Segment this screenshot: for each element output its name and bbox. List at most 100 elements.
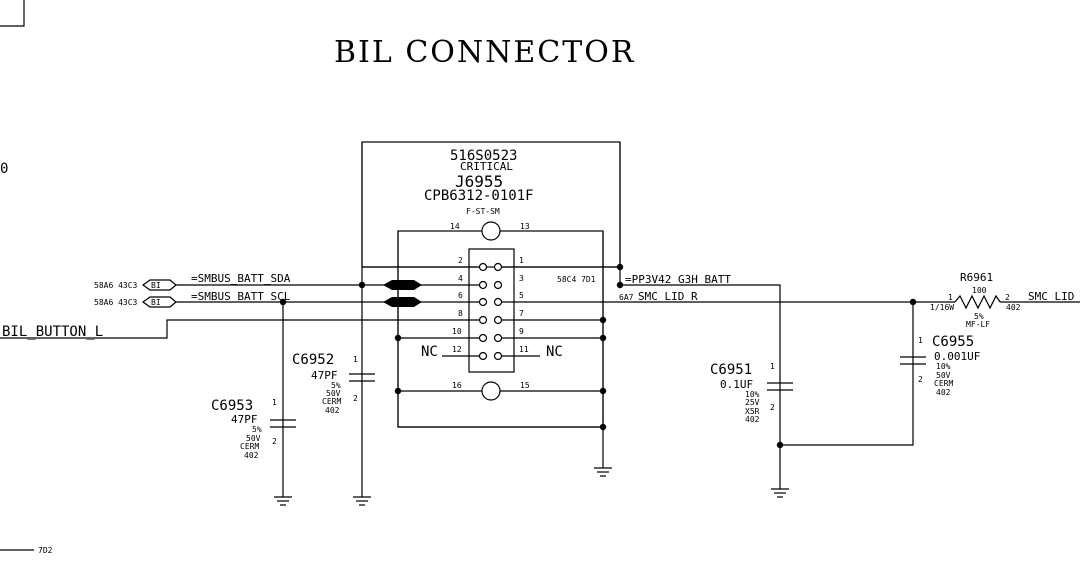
ground-symbol-connector — [594, 467, 612, 477]
sda-bi-label: BI — [151, 281, 161, 290]
connector-part-number: CPB6312-0101F — [424, 188, 534, 204]
c6952-size: 402 — [325, 406, 340, 415]
r6961-type: MF-LF — [966, 320, 990, 329]
c6955-tol: 10% — [936, 362, 951, 371]
wire-pp3v42 — [620, 284, 914, 446]
mount-pin-top — [481, 221, 501, 241]
connector-pin-body — [468, 248, 515, 373]
sda-bidir-flag — [141, 279, 177, 291]
c6955-volt: 50V — [936, 371, 951, 380]
c6955-pin2: 2 — [918, 375, 923, 384]
pin-9 — [493, 333, 503, 343]
net-pp3v42: =PP3V42_G3H_BATT — [625, 273, 731, 286]
pin-8-label: 8 — [458, 309, 463, 318]
pin-7-label: 7 — [519, 309, 524, 318]
pin-10-label: 10 — [452, 327, 462, 336]
connector-pins — [478, 262, 503, 361]
net-smc-lid: SMC_LID — [1028, 290, 1074, 303]
c6951-diel: X5R — [745, 407, 760, 416]
c6955-value: 0.001UF — [934, 350, 980, 363]
pin-6 — [478, 297, 488, 307]
pin-16-label: 16 — [452, 381, 462, 390]
capacitor-c6951 — [767, 382, 793, 391]
frame-corner — [0, 0, 25, 27]
mount-pin-bottom — [481, 381, 501, 401]
esd-protection-scl — [383, 297, 422, 307]
corner-label: 0 — [0, 161, 8, 177]
capacitor-c6952 — [349, 373, 375, 382]
c6952-diel: CERM — [322, 397, 341, 406]
c6951-value: 0.1UF — [720, 378, 753, 391]
pin-12-label: 12 — [452, 345, 462, 354]
r6961-pin2: 2 — [1005, 293, 1010, 302]
c6951-pin2: 2 — [770, 403, 775, 412]
pin-1-label: 1 — [519, 256, 524, 265]
r6961-refdes: R6961 — [960, 271, 993, 284]
c6951-tol: 10% — [745, 390, 760, 399]
connector-critical: CRITICAL — [460, 160, 513, 173]
r6961-power: 1/16W — [930, 303, 954, 312]
junction-dots — [279, 263, 917, 449]
c6952-refdes: C6952 — [292, 352, 334, 368]
r6961-pin1: 1 — [948, 293, 953, 302]
pin-12 — [478, 351, 488, 361]
pin-10 — [478, 333, 488, 343]
net-bil-button: BIL_BUTTON_L — [2, 324, 103, 340]
scl-bidir-flag — [141, 296, 177, 308]
sda-offpage-ref: 58A6 43C3 — [94, 281, 138, 290]
pin-14-label: 14 — [450, 222, 460, 231]
pin-13-label: 13 — [520, 222, 530, 231]
c6951-volt: 25V — [745, 398, 760, 407]
pin-5-label: 5 — [519, 291, 524, 300]
page-title: BIL CONNECTOR — [334, 35, 635, 70]
c6952-pin1: 1 — [353, 355, 358, 364]
c6952-tol: 5% — [331, 381, 341, 390]
scl-offpage-ref: 58A6 43C3 — [94, 298, 138, 307]
pin-7 — [493, 315, 503, 325]
pin-4-label: 4 — [458, 274, 463, 283]
c6953-size: 402 — [244, 451, 259, 460]
pin-11-label: 11 — [519, 345, 529, 354]
c6952-pin2: 2 — [353, 394, 358, 403]
bottom-ref-label: 7D2 — [38, 546, 53, 555]
c6955-size: 402 — [936, 388, 951, 397]
net-smbus-scl: =SMBUS_BATT_SCL — [191, 290, 291, 303]
pin-15-label: 15 — [520, 381, 530, 390]
connector-refdes: J6955 — [455, 172, 503, 191]
ground-symbol-c6951 — [771, 488, 789, 498]
connector-shield-box — [397, 230, 604, 428]
c6951-size: 402 — [745, 415, 760, 424]
r6961-value: 100 — [972, 286, 987, 295]
capacitor-c6953 — [270, 419, 296, 428]
c6955-diel: CERM — [934, 379, 953, 388]
pin-11 — [493, 351, 503, 361]
pp3v42-offpage-ref: 58C4 7D1 — [557, 275, 596, 284]
net-smc-lid-r: SMC_LID_R — [638, 290, 698, 303]
c6953-pin2: 2 — [272, 437, 277, 446]
pin-2-label: 2 — [458, 256, 463, 265]
c6953-volt: 50V — [246, 434, 261, 443]
resistor-r6961 — [954, 294, 1001, 310]
c6952-volt: 50V — [326, 389, 341, 398]
nc-label-left: NC — [421, 344, 438, 360]
c6955-pin1: 1 — [918, 336, 923, 345]
c6951-pin1: 1 — [770, 362, 775, 371]
c6951-refdes: C6951 — [710, 362, 752, 378]
c6952-value: 47PF — [311, 369, 338, 382]
c6955-refdes: C6955 — [932, 334, 974, 350]
pin-3-label: 3 — [519, 274, 524, 283]
c6953-pin1: 1 — [272, 398, 277, 407]
pin-8 — [478, 315, 488, 325]
connector-apn: 516S0523 — [450, 148, 517, 164]
pin-1 — [493, 262, 503, 272]
nc-label-right: NC — [546, 344, 563, 360]
ground-symbol-c6953 — [274, 496, 292, 506]
c6953-value: 47PF — [231, 413, 258, 426]
pin-4 — [478, 280, 488, 290]
pin-3 — [493, 280, 503, 290]
c6953-diel: CERM — [240, 442, 259, 451]
pin-5 — [493, 297, 503, 307]
c6953-refdes: C6953 — [211, 398, 253, 414]
r6961-tol: 5% — [974, 312, 984, 321]
